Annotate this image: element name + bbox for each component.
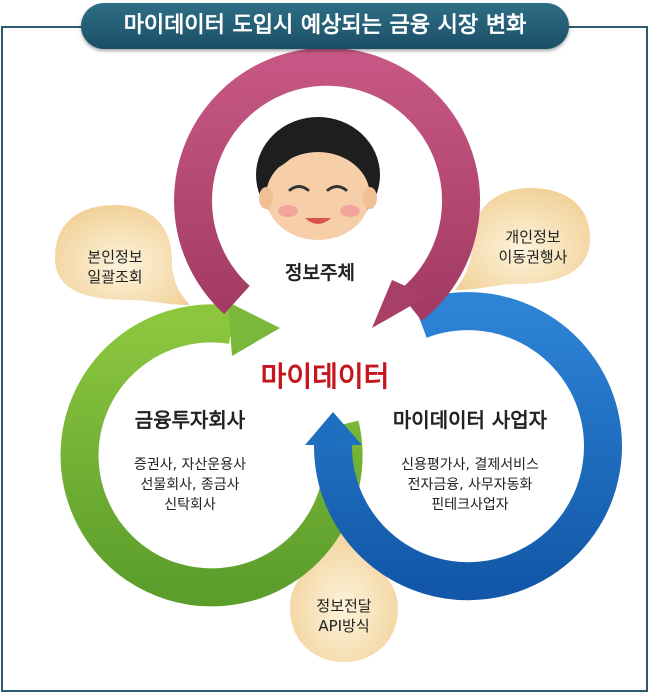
drop-right xyxy=(455,188,590,290)
arrow-subject xyxy=(372,280,428,328)
arrow-investment xyxy=(228,302,280,356)
person-face-icon xyxy=(256,117,380,240)
drop-bottom-line-2: API방식 xyxy=(318,617,370,635)
drop-left xyxy=(55,205,190,305)
node-business-desc-3: 핀테크사업자 xyxy=(431,497,509,513)
drop-right-line-1: 개인정보 xyxy=(505,228,561,246)
node-subject-label: 정보주체 xyxy=(285,262,355,284)
node-business-desc-1: 신용평가사, 결제서비스 xyxy=(401,457,539,473)
drop-left-line-2: 일괄조회 xyxy=(87,268,143,286)
node-investment-label: 금융투자회사 xyxy=(134,408,246,432)
node-investment-desc-3: 신탁회사 xyxy=(164,497,216,513)
page-title: 마이데이터 도입시 예상되는 금융 시장 변화 xyxy=(81,3,569,49)
drop-bottom-line-1: 정보전달 xyxy=(316,597,372,615)
node-business-label: 마이데이터 사업자 xyxy=(392,408,548,432)
ring-subject xyxy=(174,47,480,321)
arrow-business xyxy=(305,412,362,445)
ring-investment xyxy=(60,304,363,607)
node-business-desc-2: 전자금융, 사무자동화 xyxy=(407,477,533,493)
node-investment-desc-1: 증권사, 자산운용사 xyxy=(134,457,246,473)
center-label: 마이데이터 xyxy=(260,360,390,393)
node-investment-desc-2: 선물회사, 종금사 xyxy=(140,477,240,493)
drop-left-line-1: 본인정보 xyxy=(87,248,143,266)
ring-business xyxy=(313,292,622,601)
drop-right-line-2: 이동권행사 xyxy=(498,248,568,266)
